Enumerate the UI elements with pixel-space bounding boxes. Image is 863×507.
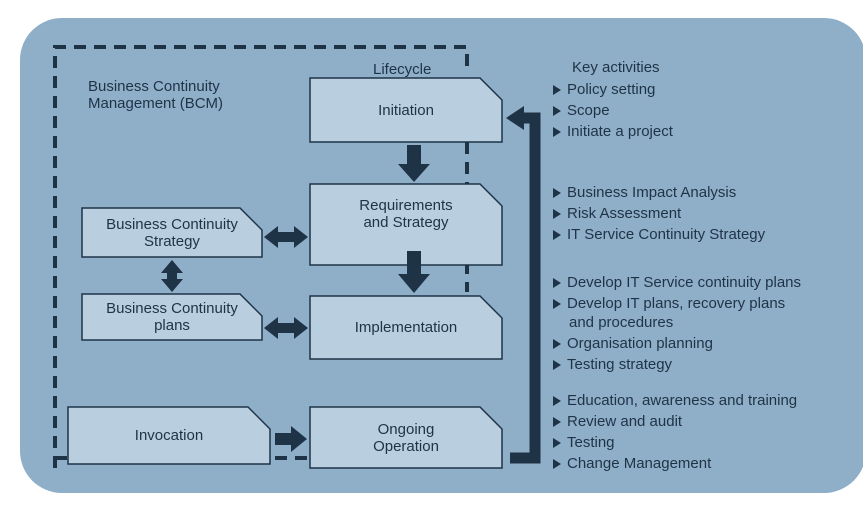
key-activity-text: Education, awareness and training <box>567 392 798 409</box>
key-activity-text: Risk Assessment <box>567 205 682 222</box>
key-activity-item: Testing <box>553 434 615 451</box>
arrow-requirements-to-implementation <box>398 251 430 293</box>
text-line: Business Continuity <box>88 78 220 95</box>
key-activity-text: Business Impact Analysis <box>567 184 737 201</box>
text-line: Requirements <box>359 197 453 214</box>
double-arrow-strategy-plans <box>161 260 183 292</box>
bullet-arrow-icon <box>553 209 561 219</box>
feedback-loop-arrowhead <box>506 106 524 130</box>
key-activity-item: Testing strategy <box>553 356 672 373</box>
key-activity-text: Policy setting <box>567 81 656 98</box>
double-arrow-plans-implementation <box>264 317 308 339</box>
text-line: Invocation <box>134 427 204 444</box>
invocation-label-lines: Invocation <box>135 427 203 444</box>
text-line: Initiation <box>378 101 434 119</box>
invocation-label: Invocation <box>68 407 270 464</box>
key-activity-text: Review and audit <box>567 413 683 430</box>
ongoing-operation-box <box>309 406 503 469</box>
initiation-box <box>309 77 503 143</box>
implementation-label-lines: Implementation <box>355 319 458 336</box>
text-line: Implementation <box>354 319 458 336</box>
key-activity-text: IT Service Continuity Strategy <box>567 226 766 243</box>
key-activity-item: Policy setting <box>553 81 655 98</box>
key-activity-text: Testing strategy <box>567 356 673 373</box>
text-line: and Strategy <box>363 214 449 231</box>
key-activity-text: and procedures <box>569 314 674 331</box>
bullet-arrow-icon <box>553 127 561 137</box>
requirements-box <box>309 183 503 266</box>
key-activity-item: Business Impact Analysis <box>553 184 736 201</box>
key-activity-text: Change Management <box>567 455 712 472</box>
bullet-arrow-icon <box>553 417 561 427</box>
key-activity-item: Develop IT Service continuity plans <box>553 274 801 291</box>
feedback-loop-line <box>510 112 541 464</box>
initiation-label-lines: Initiation <box>378 102 434 119</box>
bc-strategy-box <box>81 207 263 258</box>
key-activity-text: Initiate a project <box>567 123 673 140</box>
double-arrow-strategy-requirements <box>264 226 308 248</box>
bullet-arrow-icon <box>553 438 561 448</box>
key-activity-item: and procedures <box>569 314 673 331</box>
lifecycle-label: Lifecycle <box>373 61 432 78</box>
initiation-label: Initiation <box>310 78 502 142</box>
key-activity-item: IT Service Continuity Strategy <box>553 226 765 243</box>
key-activities-title: Key activities <box>572 59 660 76</box>
key-activity-item: Initiate a project <box>553 123 673 140</box>
key-activity-item: Scope <box>553 102 610 119</box>
key-activity-text: Scope <box>567 102 610 119</box>
bullet-arrow-icon <box>553 339 561 349</box>
implementation-box <box>309 295 503 360</box>
key-activity-item: Organisation planning <box>553 335 713 352</box>
bullet-arrow-icon <box>553 360 561 370</box>
key-activity-item: Risk Assessment <box>553 205 681 222</box>
bullet-arrow-icon <box>553 188 561 198</box>
key-activity-text: Testing <box>567 434 615 451</box>
bullet-arrow-icon <box>553 459 561 469</box>
text-line: Ongoing <box>377 420 435 438</box>
bullet-arrow-icon <box>553 278 561 288</box>
key-activity-text: Develop IT Service continuity plans <box>567 274 802 291</box>
text-line: plans <box>154 317 190 334</box>
arrow-initiation-to-requirements <box>398 145 430 182</box>
bullet-arrow-icon <box>553 106 561 116</box>
key-activity-item: Education, awareness and training <box>553 392 797 409</box>
bullet-arrow-icon <box>553 299 561 309</box>
key-activity-text: Develop IT plans, recovery plans <box>567 295 786 312</box>
bullet-arrow-icon <box>553 85 561 95</box>
bc-plans-box <box>81 293 263 341</box>
bcm-boundary-dashed <box>53 45 469 468</box>
text-line: Business Continuity <box>106 300 238 317</box>
text-line: Strategy <box>144 232 200 250</box>
bullet-arrow-icon <box>553 230 561 240</box>
text-line: Business Continuity <box>106 215 238 233</box>
key-activity-item: Develop IT plans, recovery plans <box>553 295 785 312</box>
key-activity-text: Organisation planning <box>567 335 713 352</box>
arrow-invocation-to-ongoing <box>275 426 307 452</box>
bullet-arrow-icon <box>553 396 561 406</box>
key-activity-item: Review and audit <box>553 413 682 430</box>
implementation-label: Implementation <box>310 296 502 359</box>
text-line: Management (BCM) <box>88 95 224 112</box>
key-activity-item: Change Management <box>553 455 711 472</box>
invocation-box <box>67 406 271 465</box>
text-line: Operation <box>373 437 439 455</box>
